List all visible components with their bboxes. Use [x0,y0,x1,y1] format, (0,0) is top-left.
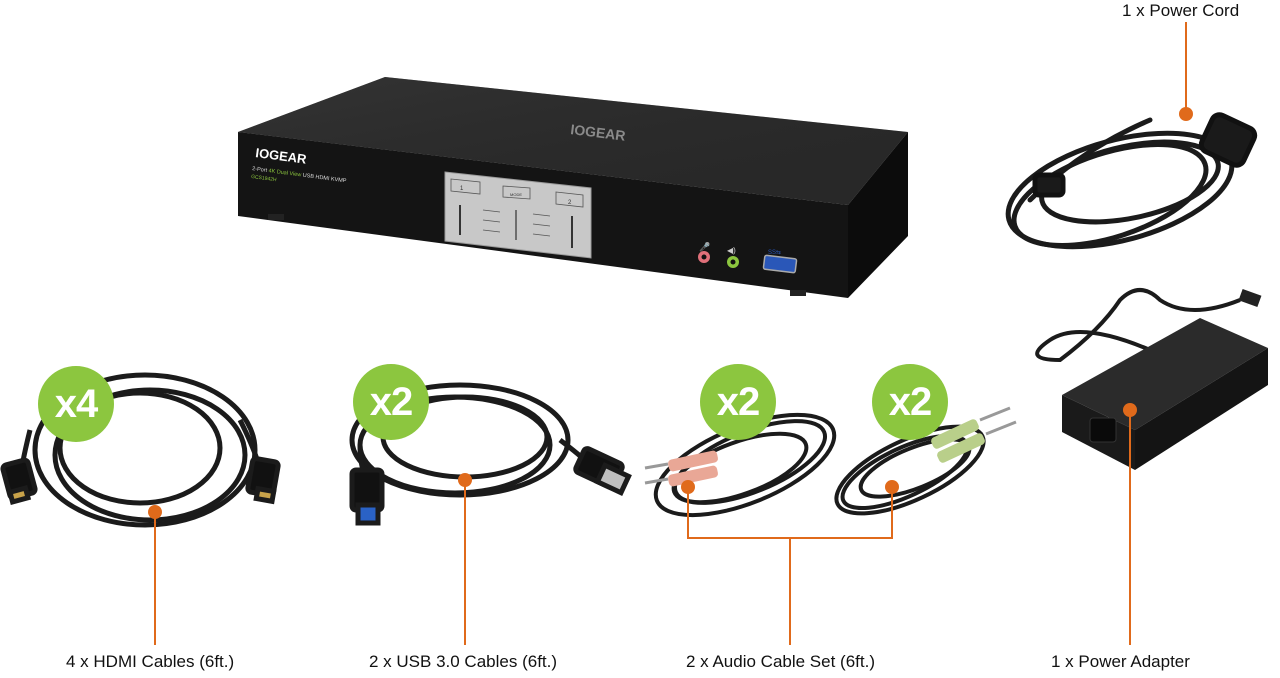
mode-label: MODE [510,192,522,197]
power-adapter [1035,288,1268,470]
adapter-caption: 1 x Power Adapter [1051,652,1190,671]
audio-caption: 2 x Audio Cable Set (6ft.) [686,652,875,671]
kvm-switch: IOGEAR IOGEAR 2-Port 4K Dual View USB HD… [238,77,908,298]
usb-callout-dot [458,473,472,487]
port-2-label: 2 [568,200,572,206]
callout-lines [154,22,1187,645]
mic-icon: 🎤 [699,241,710,252]
tagline-4k: 4K [268,168,276,175]
hdmi-quantity-badge: x4 [38,366,114,442]
speaker-icon: ◀) [727,246,736,255]
control-panel: 1 MODE 2 [444,171,592,259]
usb-quantity-badge: x2 [353,364,429,440]
port-1-label: 1 [460,186,464,192]
power-cord [1005,112,1258,250]
mic-jack: 🎤 [698,241,710,263]
tagline-rest: USB HDMI KVMP [302,173,347,185]
front-brand-logo: IOGEAR [255,145,308,167]
audio-b-quantity-badge: x2 [872,364,948,440]
tagline-dual: Dual View [276,169,301,178]
audio-cable-green [834,406,1017,516]
tagline-prefix: 2-Port [252,166,268,174]
power-cord-callout-dot [1179,107,1193,121]
audio-a-callout-dot [681,480,695,494]
usb-ss-icon: SS⇆ [768,249,781,256]
model-number: GCS1942H [251,174,278,183]
svg-text:2-Port 4K Dual: 2-Port 4K Dual View USB HDMI KVMP [252,166,347,184]
audio-b-callout-dot [885,480,899,494]
hdmi-callout-dot [148,505,162,519]
power-cord-caption: 1 x Power Cord [1122,1,1240,20]
hdmi-caption: 4 x HDMI Cables (6ft.) [66,652,235,671]
top-brand-logo: IOGEAR [570,121,627,144]
hdmi-cable [0,372,281,528]
speaker-jack: ◀) [727,246,739,268]
audio-a-quantity-badge: x2 [700,364,776,440]
usb-caption: 2 x USB 3.0 Cables (6ft.) [369,652,558,671]
usb-port: SS⇆ [762,249,798,274]
callout-dots [148,107,1193,519]
adapter-callout-dot [1123,403,1137,417]
